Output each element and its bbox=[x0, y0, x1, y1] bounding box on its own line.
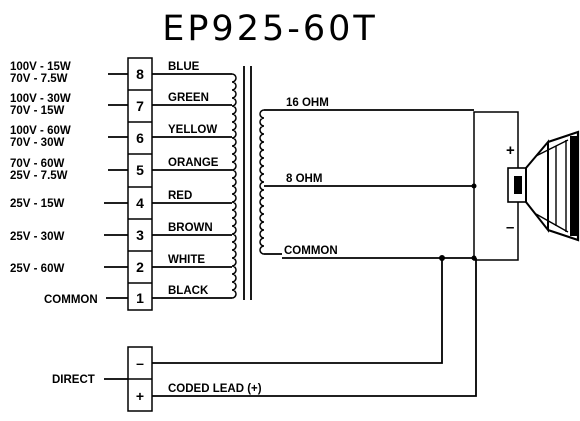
primary-terminal-block bbox=[127, 57, 153, 311]
wire-color-brown: BROWN bbox=[168, 222, 213, 234]
direct-wires bbox=[152, 258, 477, 397]
junction-dot bbox=[439, 255, 445, 261]
speaker-icon bbox=[507, 130, 580, 242]
secondary-coil bbox=[259, 109, 265, 255]
terminal-number: 3 bbox=[136, 227, 144, 243]
tap-5-rating-25v: 25V - 7.5W bbox=[10, 170, 68, 182]
wire-color-black: BLACK bbox=[168, 285, 209, 297]
tap-8-ohm-label: 8 OHM bbox=[286, 173, 322, 185]
tap-5-rating-70v: 70V - 60W bbox=[10, 158, 64, 170]
terminal-number: 2 bbox=[136, 259, 144, 275]
direct-minus-terminal: – bbox=[136, 355, 144, 371]
terminal-number: 6 bbox=[136, 130, 144, 146]
tap-16-ohm-label: 16 OHM bbox=[286, 97, 329, 109]
wire-color-green: GREEN bbox=[168, 92, 209, 104]
wire-color-white: WHITE bbox=[168, 254, 205, 266]
terminal-number: 4 bbox=[136, 195, 144, 211]
coded-lead-label: CODED LEAD (+) bbox=[168, 383, 262, 395]
tap-1-common-label: COMMON bbox=[44, 294, 98, 306]
wire-color-red: RED bbox=[168, 190, 192, 202]
tap-7-rating-70v: 70V - 15W bbox=[10, 105, 64, 117]
terminal-number: 1 bbox=[136, 290, 144, 306]
primary-wires bbox=[152, 73, 232, 299]
wire-color-yellow: YELLOW bbox=[168, 124, 217, 136]
speaker-plus-label: + bbox=[506, 142, 515, 159]
transformer-core bbox=[243, 66, 252, 300]
wire-color-orange: ORANGE bbox=[168, 157, 219, 169]
tap-8-rating-100v: 100V - 15W bbox=[10, 61, 71, 73]
junction-dot bbox=[471, 183, 477, 189]
tap-2-rating: 25V - 60W bbox=[10, 263, 64, 275]
tap-6-rating-70v: 70V - 30W bbox=[10, 137, 64, 149]
wire-color-blue: BLUE bbox=[168, 61, 200, 73]
input-leads bbox=[104, 73, 128, 299]
direct-label: DIRECT bbox=[52, 374, 95, 386]
diagram-title: EP925-60T bbox=[162, 9, 378, 49]
direct-plus-terminal: + bbox=[136, 388, 144, 404]
primary-terminal-dividers bbox=[128, 89, 152, 284]
secondary-common-label: COMMON bbox=[284, 245, 338, 257]
terminal-number: 7 bbox=[136, 98, 144, 114]
speaker-minus-label: – bbox=[506, 219, 514, 236]
tap-8-rating-70v: 70V - 7.5W bbox=[10, 73, 68, 85]
primary-coil bbox=[231, 73, 237, 299]
terminal-number: 8 bbox=[136, 66, 144, 82]
tap-6-rating-100v: 100V - 60W bbox=[10, 125, 71, 137]
terminal-number: 5 bbox=[136, 162, 144, 178]
tap-7-rating-100v: 100V - 30W bbox=[10, 93, 71, 105]
tap-4-rating: 25V - 15W bbox=[10, 198, 64, 210]
tap-3-rating: 25V - 30W bbox=[10, 231, 64, 243]
